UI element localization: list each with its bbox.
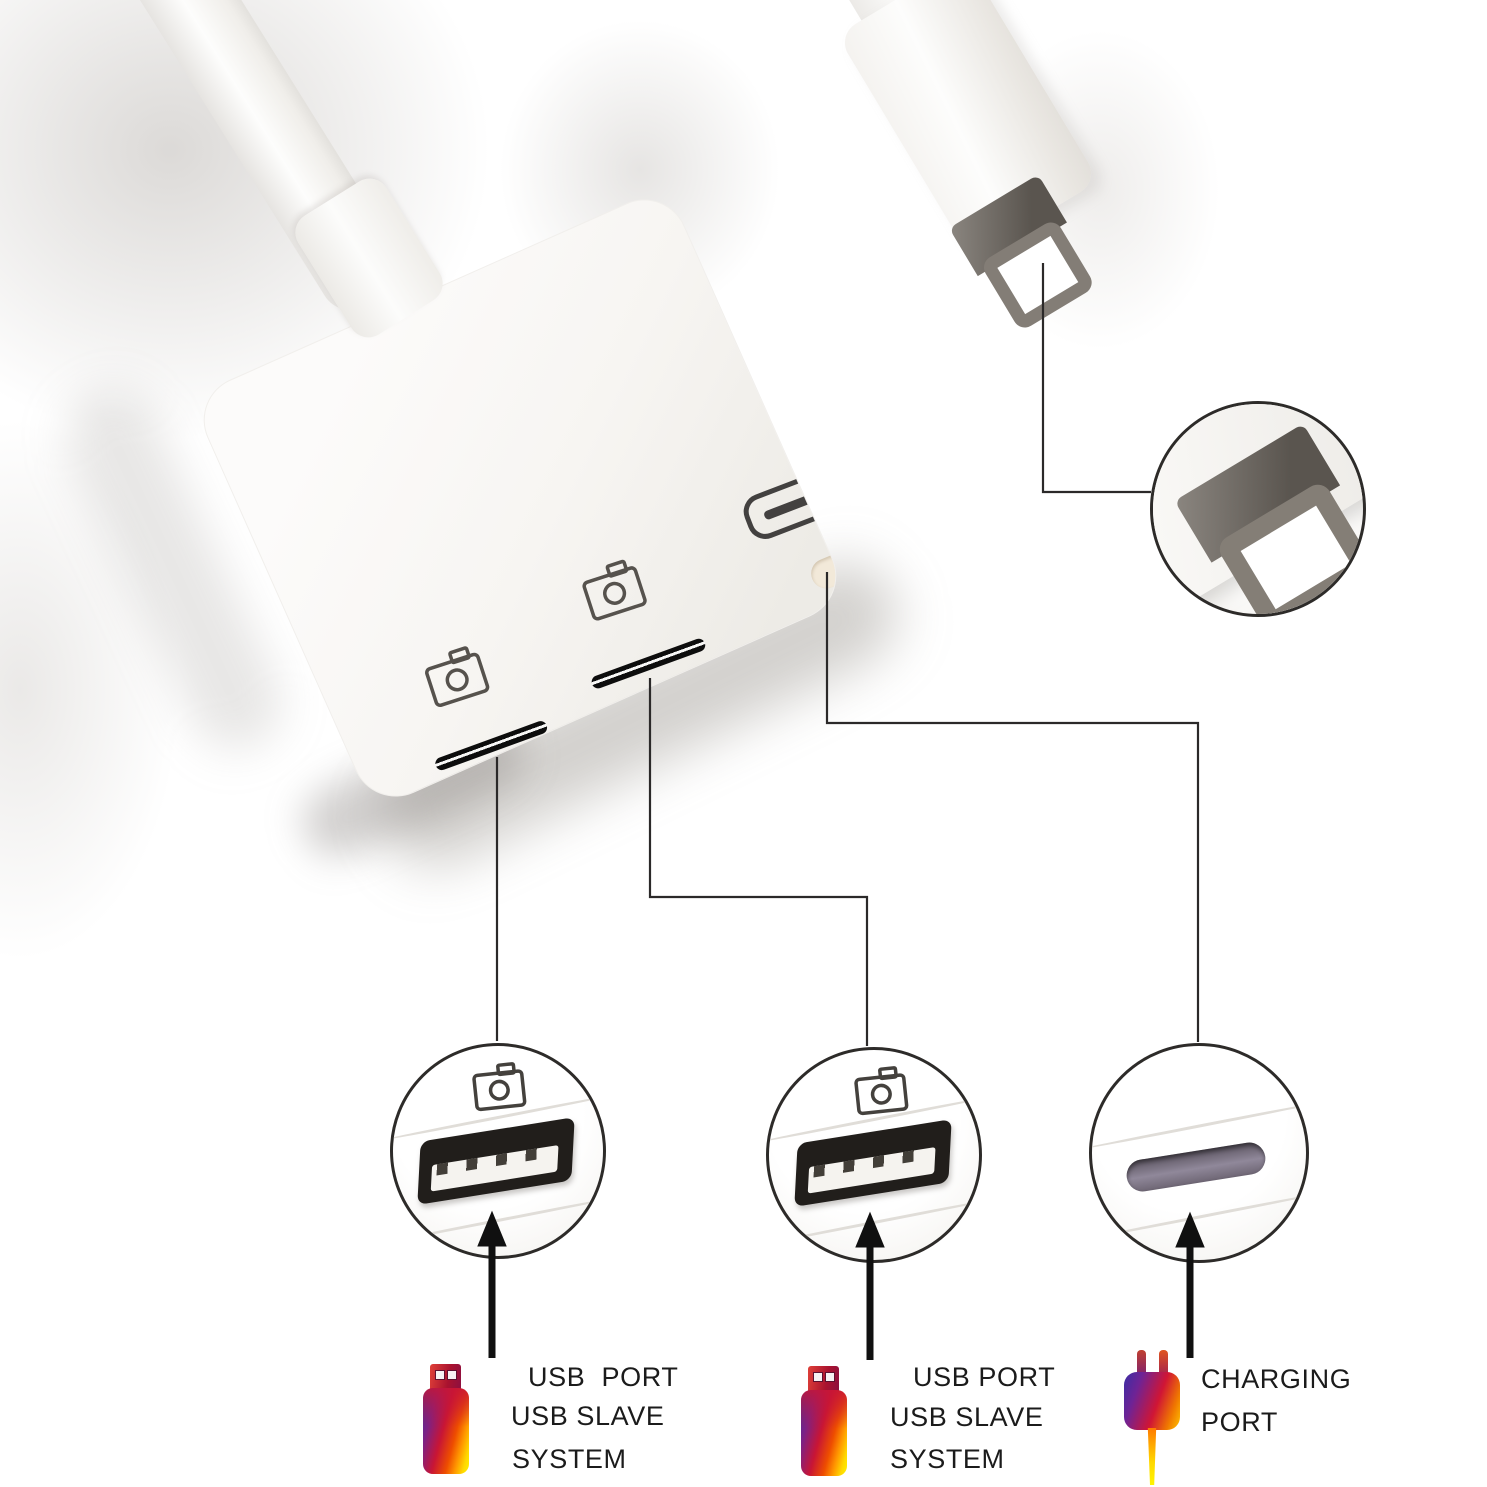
camera-icon [472, 1062, 527, 1112]
lightning-female-port [1124, 1140, 1268, 1194]
charging-label-line2: PORT [1201, 1407, 1278, 1437]
usb2-label-line3: SYSTEM [890, 1444, 1005, 1474]
camera-icon [854, 1066, 909, 1116]
lightning-port-pill-icon [738, 470, 836, 545]
callout-circle-charging-port [1089, 1043, 1309, 1263]
usb1-label-line1: USB PORT [528, 1362, 679, 1392]
usb-a-port [794, 1119, 952, 1207]
camera-icon [582, 559, 647, 621]
usb2-label-line2: USB SLAVE [890, 1402, 1044, 1432]
usb1-label-line3: SYSTEM [512, 1444, 627, 1474]
usb-drive-icon [801, 1366, 847, 1476]
charging-label-line1: CHARGING [1201, 1364, 1352, 1394]
usb-drive-icon [423, 1364, 469, 1474]
callout-circle-lightning-tip [1150, 401, 1366, 617]
adapter-body [189, 185, 851, 811]
callout-circle-usb-port-2 [766, 1047, 982, 1263]
camera-icon [425, 646, 490, 708]
usb-a-port [417, 1117, 575, 1205]
charging-plug-icon [1124, 1350, 1180, 1485]
callout-circle-usb-port-1 [390, 1043, 606, 1259]
usb1-label-line2: USB SLAVE [511, 1401, 665, 1431]
usb2-label-line1: USB PORT [913, 1362, 1056, 1392]
